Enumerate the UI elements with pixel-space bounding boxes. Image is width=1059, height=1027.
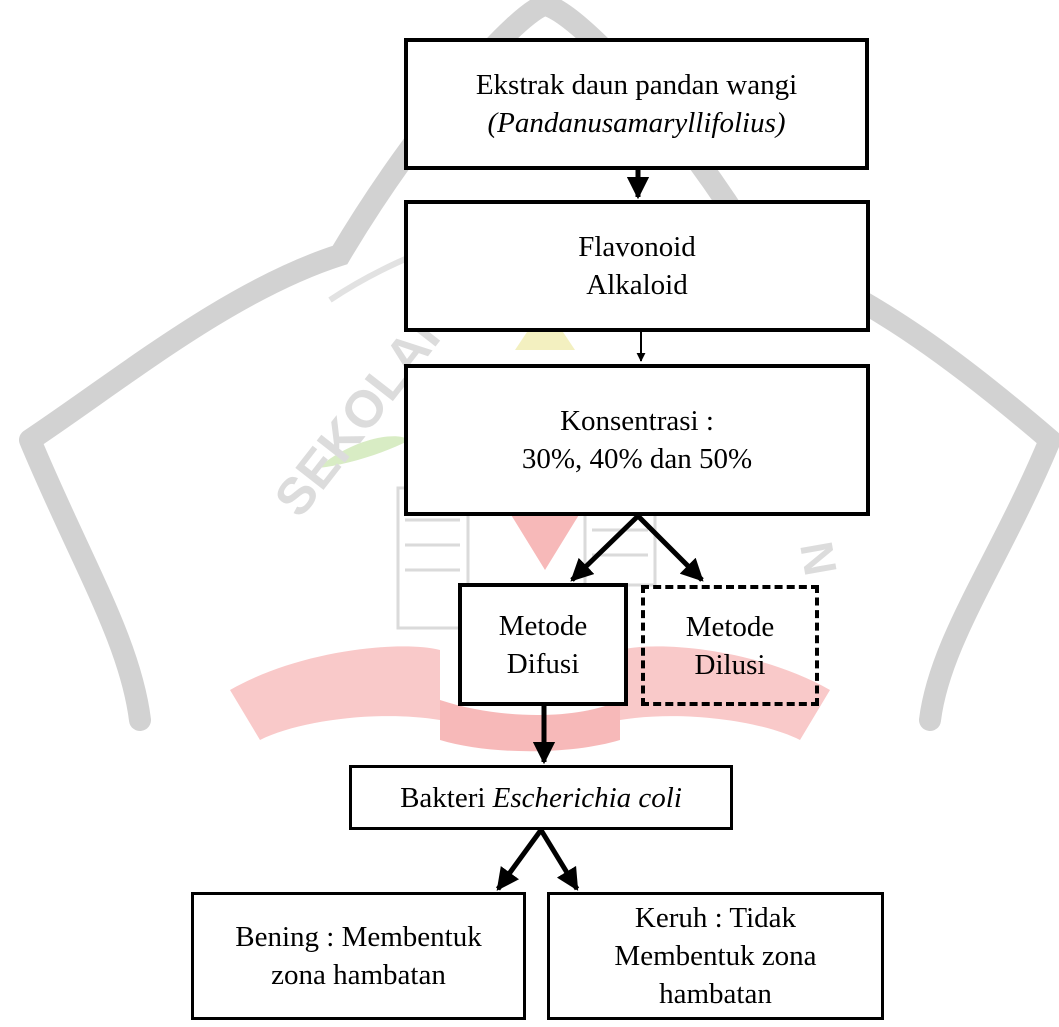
node-dilusi-line1: Metode	[685, 610, 775, 643]
watermark-green-leaf	[318, 436, 410, 468]
node-bakteri-label: Bakteri Escherichia coli	[400, 779, 682, 817]
node-ekstrak-species: (Pandanusamaryllifolius)	[487, 107, 786, 139]
watermark-red-pen	[505, 505, 585, 570]
node-bening-line2: zona hambatan	[271, 959, 446, 991]
arrow-konsentrasi-to-difusi	[570, 514, 640, 582]
node-senyawa-alkaloid: Alkaloid	[586, 269, 688, 301]
node-keruh-line1: Keruh : Tidak	[634, 902, 797, 934]
node-keruh-line2: Membentuk zona	[614, 940, 817, 972]
node-bening: Bening : Membentuk zona hambatan	[191, 892, 526, 1020]
watermark-red-ribbon	[230, 646, 830, 740]
node-difusi-line2: Difusi	[506, 647, 580, 680]
node-konsentrasi: Konsentrasi : 30%, 40% dan 50%	[404, 364, 870, 516]
node-difusi-line1: Metode	[498, 609, 588, 642]
node-keruh-line3: hambatan	[659, 978, 772, 1010]
node-ekstrak-label: Ekstrak daun pandan wangi	[475, 69, 798, 101]
node-metode-difusi: Metode Difusi	[458, 583, 628, 706]
node-bakteri: Bakteri Escherichia coli	[349, 765, 733, 830]
node-konsentrasi-label: Konsentrasi :	[560, 405, 714, 437]
node-senyawa: Flavonoid Alkaloid	[404, 200, 870, 332]
arrow-bakteri-to-keruh	[538, 828, 580, 891]
node-metode-dilusi: Metode Dilusi	[641, 585, 819, 706]
node-dilusi-line2: Dilusi	[694, 648, 766, 681]
node-ekstrak: Ekstrak daun pandan wangi (Pandanusamary…	[404, 38, 869, 170]
node-bening-line1: Bening : Membentuk	[235, 921, 482, 953]
node-senyawa-flavonoid: Flavonoid	[578, 231, 696, 263]
node-bakteri-species: Escherichia coli	[492, 781, 682, 814]
arrow-konsentrasi-to-dilusi	[636, 514, 704, 582]
node-bakteri-prefix: Bakteri	[400, 781, 493, 814]
watermark-red-ribbon-band	[440, 700, 620, 752]
arrow-bakteri-to-bening	[495, 828, 544, 891]
node-keruh: Keruh : Tidak Membentuk zona hambatan	[547, 892, 884, 1020]
node-konsentrasi-values: 30%, 40% dan 50%	[521, 443, 753, 475]
